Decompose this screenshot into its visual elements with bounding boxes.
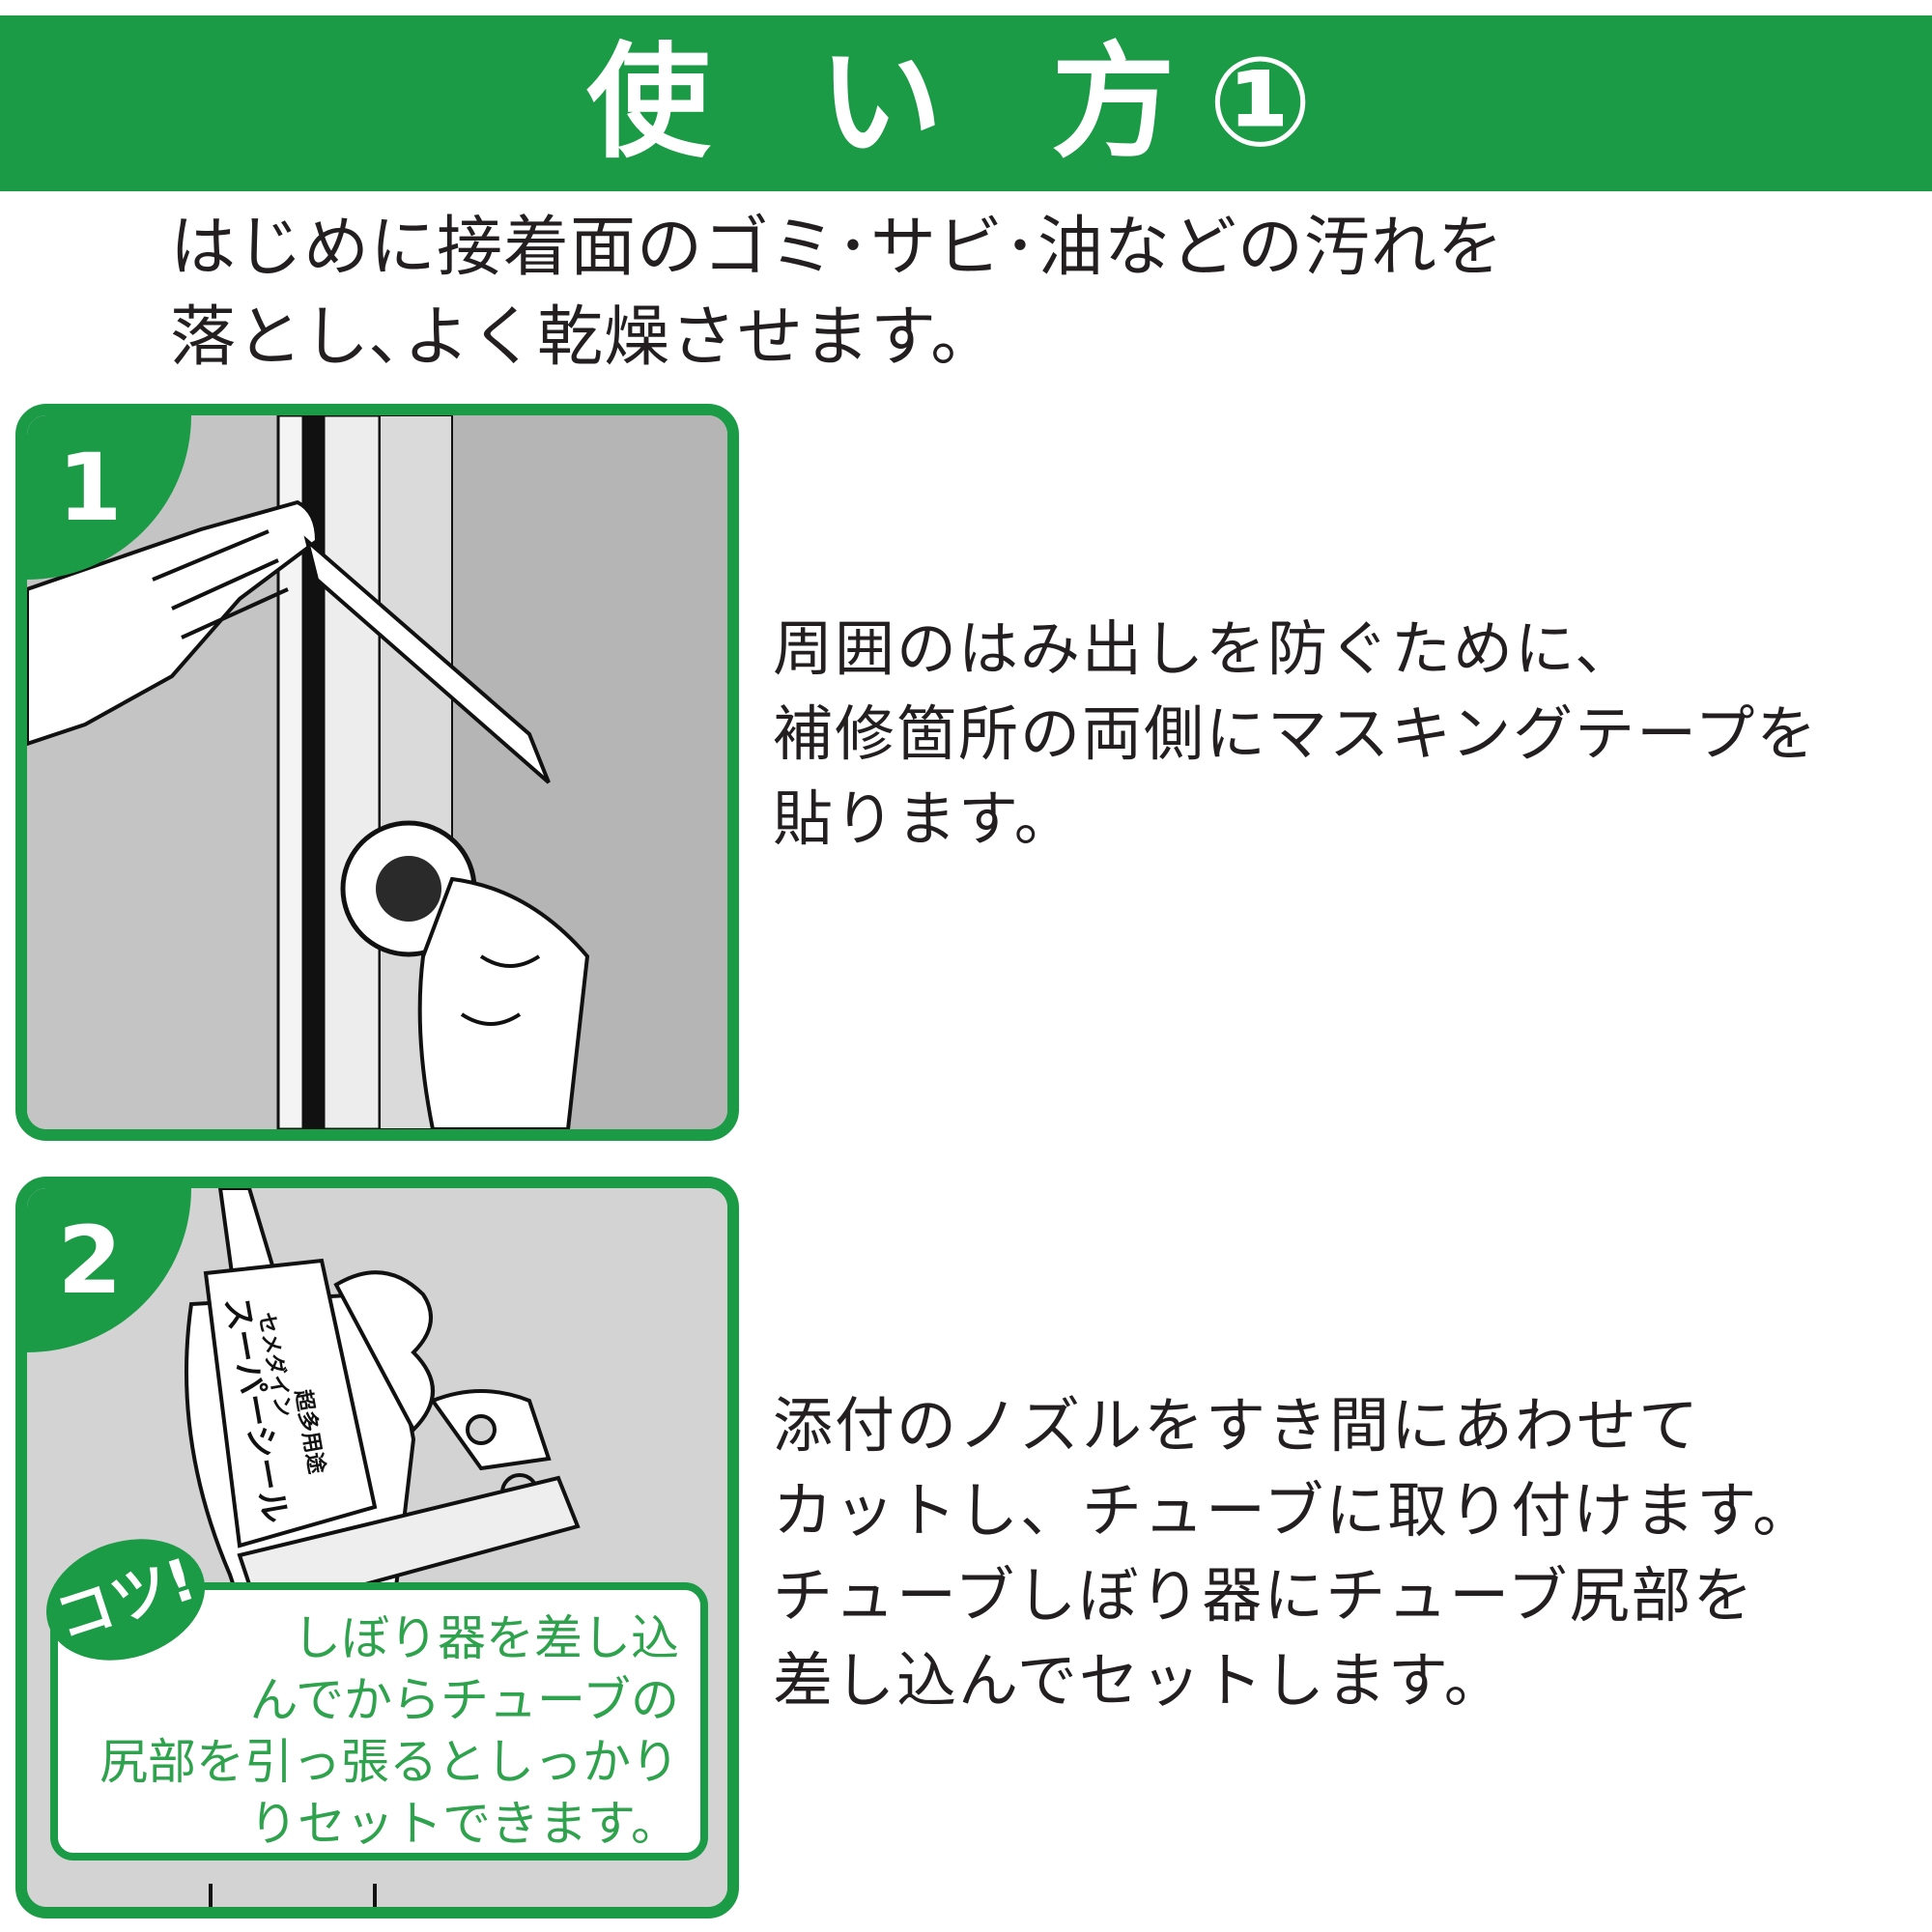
step-1-description: 周囲のはみ出しを防ぐために、 補修箇所の両側にマスキングテープを 貼ります。 [773,607,1913,862]
step-2-description: 添付のノズルをすき間にあわせて カットし、チューブに取り付けます。 チューブしぼ… [773,1383,1913,1723]
step-1-line: 貼ります。 [773,783,1076,854]
tip-text: しぼり器を差し込 んでからチューブの 尻部を引っ張るとしっかり りセットできます… [51,1607,679,1855]
tip-line: りセットできます。 [249,1796,679,1852]
step-2-line: カットし、チューブに取り付けます。 [773,1475,1815,1546]
step-1-line: 周囲のはみ出しを防ぐために、 [773,613,1637,684]
step-2-line: チューブしぼり器にチューブ尻部を [773,1560,1755,1631]
step-2-badge: 2 [27,1188,191,1352]
tip-line: んでからチューブの [249,1672,680,1728]
step-2-line: 添付のノズルをすき間にあわせて [773,1390,1701,1461]
page-header: 使 い 方① [0,15,1932,191]
tip-line: 尻部を引っ張るとしっかり [99,1734,679,1790]
step-1-illustration: 1 [15,404,739,1141]
step-1-line: 補修箇所の両側にマスキングテープを [773,698,1819,769]
masking-tape-illustration [27,415,727,1129]
tip-line: しぼり器を差し込 [293,1610,679,1666]
page-title: 使 い 方① [586,31,1346,175]
intro-text: はじめに接着面のゴミ･サビ･油などの汚れを 落とし､よく乾燥させます。 [170,203,1889,383]
step-2-line: 差し込んでセットします。 [773,1645,1506,1716]
intro-line: はじめに接着面のゴミ･サビ･油などの汚れを [170,210,1505,286]
intro-line: 落とし､よく乾燥させます。 [170,299,998,376]
